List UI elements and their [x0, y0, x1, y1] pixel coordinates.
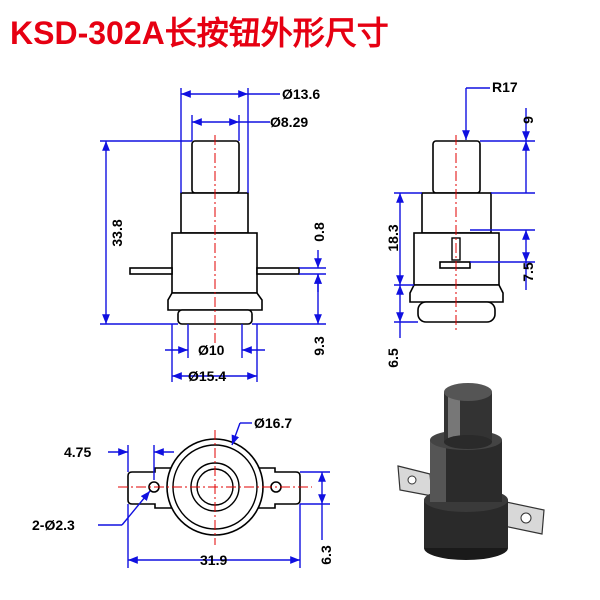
product-photo — [397, 383, 545, 560]
dim-d15-4: Ø15.4 — [188, 368, 226, 384]
dim-d13-6: Ø13.6 — [282, 86, 320, 102]
dim-6-5: 6.5 — [385, 348, 401, 368]
front-view: Ø13.6 Ø8.29 33.8 0.8 9.3 Ø10 Ø15.4 — [100, 86, 327, 384]
terminal-right — [256, 267, 300, 275]
dim-33-8: 33.8 — [109, 219, 125, 246]
dim-18-3: 18.3 — [385, 224, 401, 251]
dim-6-3: 6.3 — [318, 545, 334, 565]
dim-d8-29: Ø8.29 — [270, 114, 308, 130]
side-view: R17 9 7.5 18.3 6.5 — [385, 79, 536, 368]
bottom-view: Ø16.7 4.75 2-Ø2.3 31.9 6.3 — [32, 415, 334, 568]
dim-4-75: 4.75 — [64, 444, 91, 460]
dim-7-5: 7.5 — [520, 262, 536, 282]
terminal-left — [129, 267, 173, 275]
dim-d10: Ø10 — [198, 342, 225, 358]
dim-r17: R17 — [492, 79, 518, 95]
dim-31-9: 31.9 — [200, 552, 227, 568]
page-title: KSD-302A长按钮外形尺寸 — [10, 15, 389, 51]
dim-0-8: 0.8 — [311, 222, 327, 242]
dim-9: 9 — [520, 116, 536, 124]
dim-d16-7: Ø16.7 — [254, 415, 292, 431]
dim-holes: 2-Ø2.3 — [32, 517, 75, 533]
dim-9-3: 9.3 — [311, 336, 327, 356]
